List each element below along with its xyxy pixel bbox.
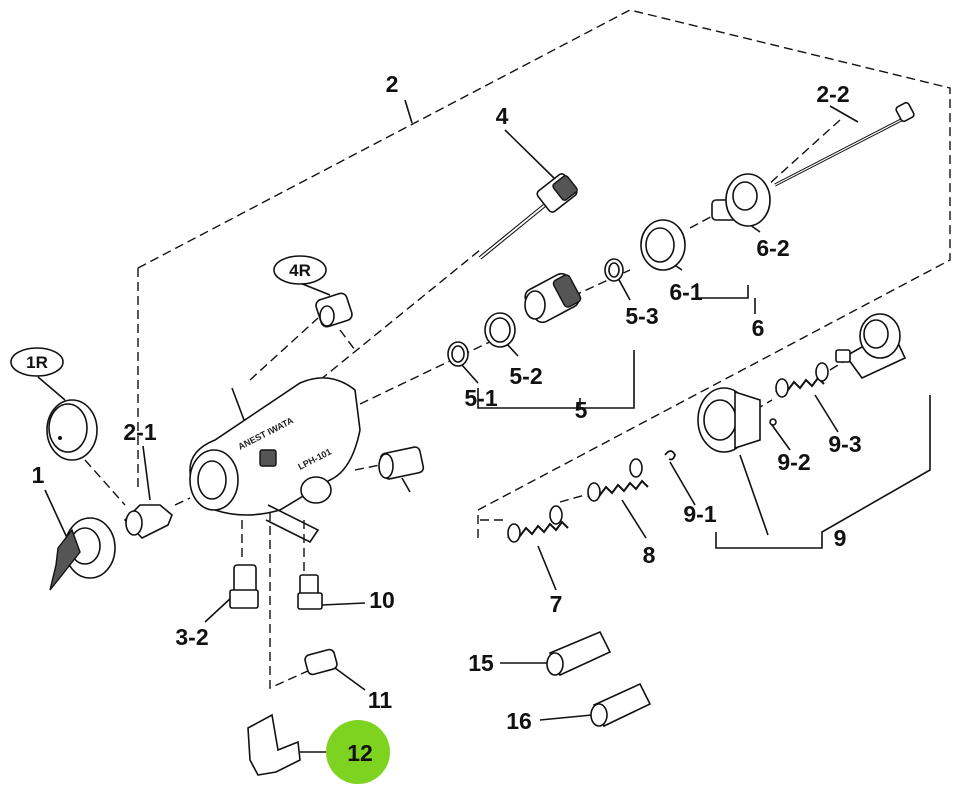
assembly-2-boundary: [137, 9, 951, 540]
label-9-1: 9-1: [683, 501, 716, 527]
label-15: 15: [468, 650, 494, 676]
label-9: 9: [834, 525, 847, 551]
leader-2-2: [767, 119, 841, 186]
part-5-2-o-ring[interactable]: [484, 312, 516, 348]
label-9-2: 9-2: [777, 449, 810, 475]
label-5: 5: [575, 397, 588, 423]
part-9-adjust-knob[interactable]: [835, 313, 907, 380]
label-6-1: 6-1: [669, 279, 702, 305]
leader-front: [174, 497, 191, 506]
label-2-1: 2-1: [123, 419, 156, 445]
leader-fitting-down: [401, 477, 411, 493]
spray-gun-body[interactable]: [189, 377, 361, 544]
part-1-air-cap[interactable]: [49, 517, 116, 591]
label-1r: 1R: [26, 353, 48, 372]
part-5-fluid-adjust-valve[interactable]: [522, 271, 582, 325]
part-5-1-o-ring[interactable]: [447, 341, 469, 367]
part-1r-cap-ring[interactable]: [46, 399, 98, 461]
leader-5-1: [461, 364, 479, 384]
part-11-fitting[interactable]: [304, 648, 338, 676]
leader-needle: [319, 249, 481, 381]
label-6: 6: [752, 315, 765, 341]
label-11: 11: [368, 687, 393, 713]
part-9-3-spring[interactable]: [775, 362, 829, 398]
label-1r-oval: [10, 347, 64, 377]
part-5-3-o-ring[interactable]: [604, 258, 624, 282]
leader-16: [539, 714, 593, 721]
part-16-connector[interactable]: [590, 682, 652, 728]
label-8: 8: [643, 542, 656, 568]
label-5-2: 5-2: [509, 363, 542, 389]
part-2-2-needle[interactable]: [774, 101, 915, 187]
label-2: 2: [386, 71, 399, 97]
part-9-1-clip[interactable]: [664, 450, 676, 461]
leader-4: [504, 129, 557, 181]
label-6-2: 6-2: [756, 235, 789, 261]
leader-cap-r: [339, 329, 356, 351]
part-15-connector[interactable]: [546, 630, 612, 677]
leader-11-line: [334, 667, 366, 691]
part-4-fluid-needle[interactable]: [478, 172, 578, 260]
leader-cap: [84, 459, 126, 506]
part-2-1-nozzle[interactable]: [123, 504, 173, 539]
leader-1r: [37, 376, 66, 401]
leader-5-3: [617, 277, 631, 301]
leader-4r: [249, 317, 319, 381]
part-10-fitting[interactable]: [297, 574, 323, 610]
part-12-clip[interactable]: [247, 713, 301, 776]
leader-10-line: [321, 602, 366, 606]
leader-9-1: [669, 461, 696, 506]
part-8-spring[interactable]: [587, 458, 649, 502]
label-5-3: 5-3: [625, 303, 658, 329]
leader-2-1: [142, 445, 151, 501]
leader-9-3: [829, 361, 844, 371]
leader-3-2-line: [204, 596, 233, 623]
leader-8: [621, 499, 647, 539]
label-2-2: 2-2: [816, 81, 849, 107]
label-10: 10: [369, 587, 395, 613]
leader-2: [404, 99, 413, 124]
body-side-fitting[interactable]: [378, 446, 425, 480]
leader-4r-line: [299, 282, 331, 296]
label-4: 4: [496, 103, 509, 129]
label-4r: 4R: [289, 261, 311, 280]
label-3-2: 3-2: [175, 624, 208, 650]
bracket-9: [715, 395, 931, 549]
leader-9-1-up: [739, 454, 769, 536]
label-4r-oval: [273, 255, 327, 285]
leader-9-3-line: [814, 394, 839, 433]
leader-2-2-line: [829, 105, 859, 123]
label-12[interactable]: 12: [347, 740, 373, 766]
leader-11: [269, 470, 311, 690]
leader-7: [537, 545, 557, 591]
bracket-6: [696, 283, 749, 299]
highlight-badge-12[interactable]: [326, 720, 390, 784]
part-3-2-fitting[interactable]: [229, 564, 259, 609]
part-6-1-packing[interactable]: [640, 219, 686, 271]
label-1: 1: [32, 462, 45, 488]
leader-spring-8: [559, 494, 586, 503]
part-7-spring[interactable]: [507, 505, 569, 543]
part-9-2-pin[interactable]: [769, 418, 777, 426]
bracket-5: [477, 350, 635, 409]
label-16: 16: [506, 708, 532, 734]
leader-1: [44, 489, 69, 541]
leader-body-top: [359, 337, 499, 405]
label-5-1: 5-1: [464, 385, 497, 411]
part-6-2-needle-seat[interactable]: [711, 173, 771, 227]
leader-fittings: [354, 464, 381, 471]
leader-9-2-line: [771, 424, 791, 451]
label-9-3: 9-3: [828, 431, 861, 457]
part-9-air-valve-body[interactable]: [697, 387, 761, 453]
part-4r-plug[interactable]: [314, 292, 353, 329]
label-7: 7: [550, 591, 563, 617]
